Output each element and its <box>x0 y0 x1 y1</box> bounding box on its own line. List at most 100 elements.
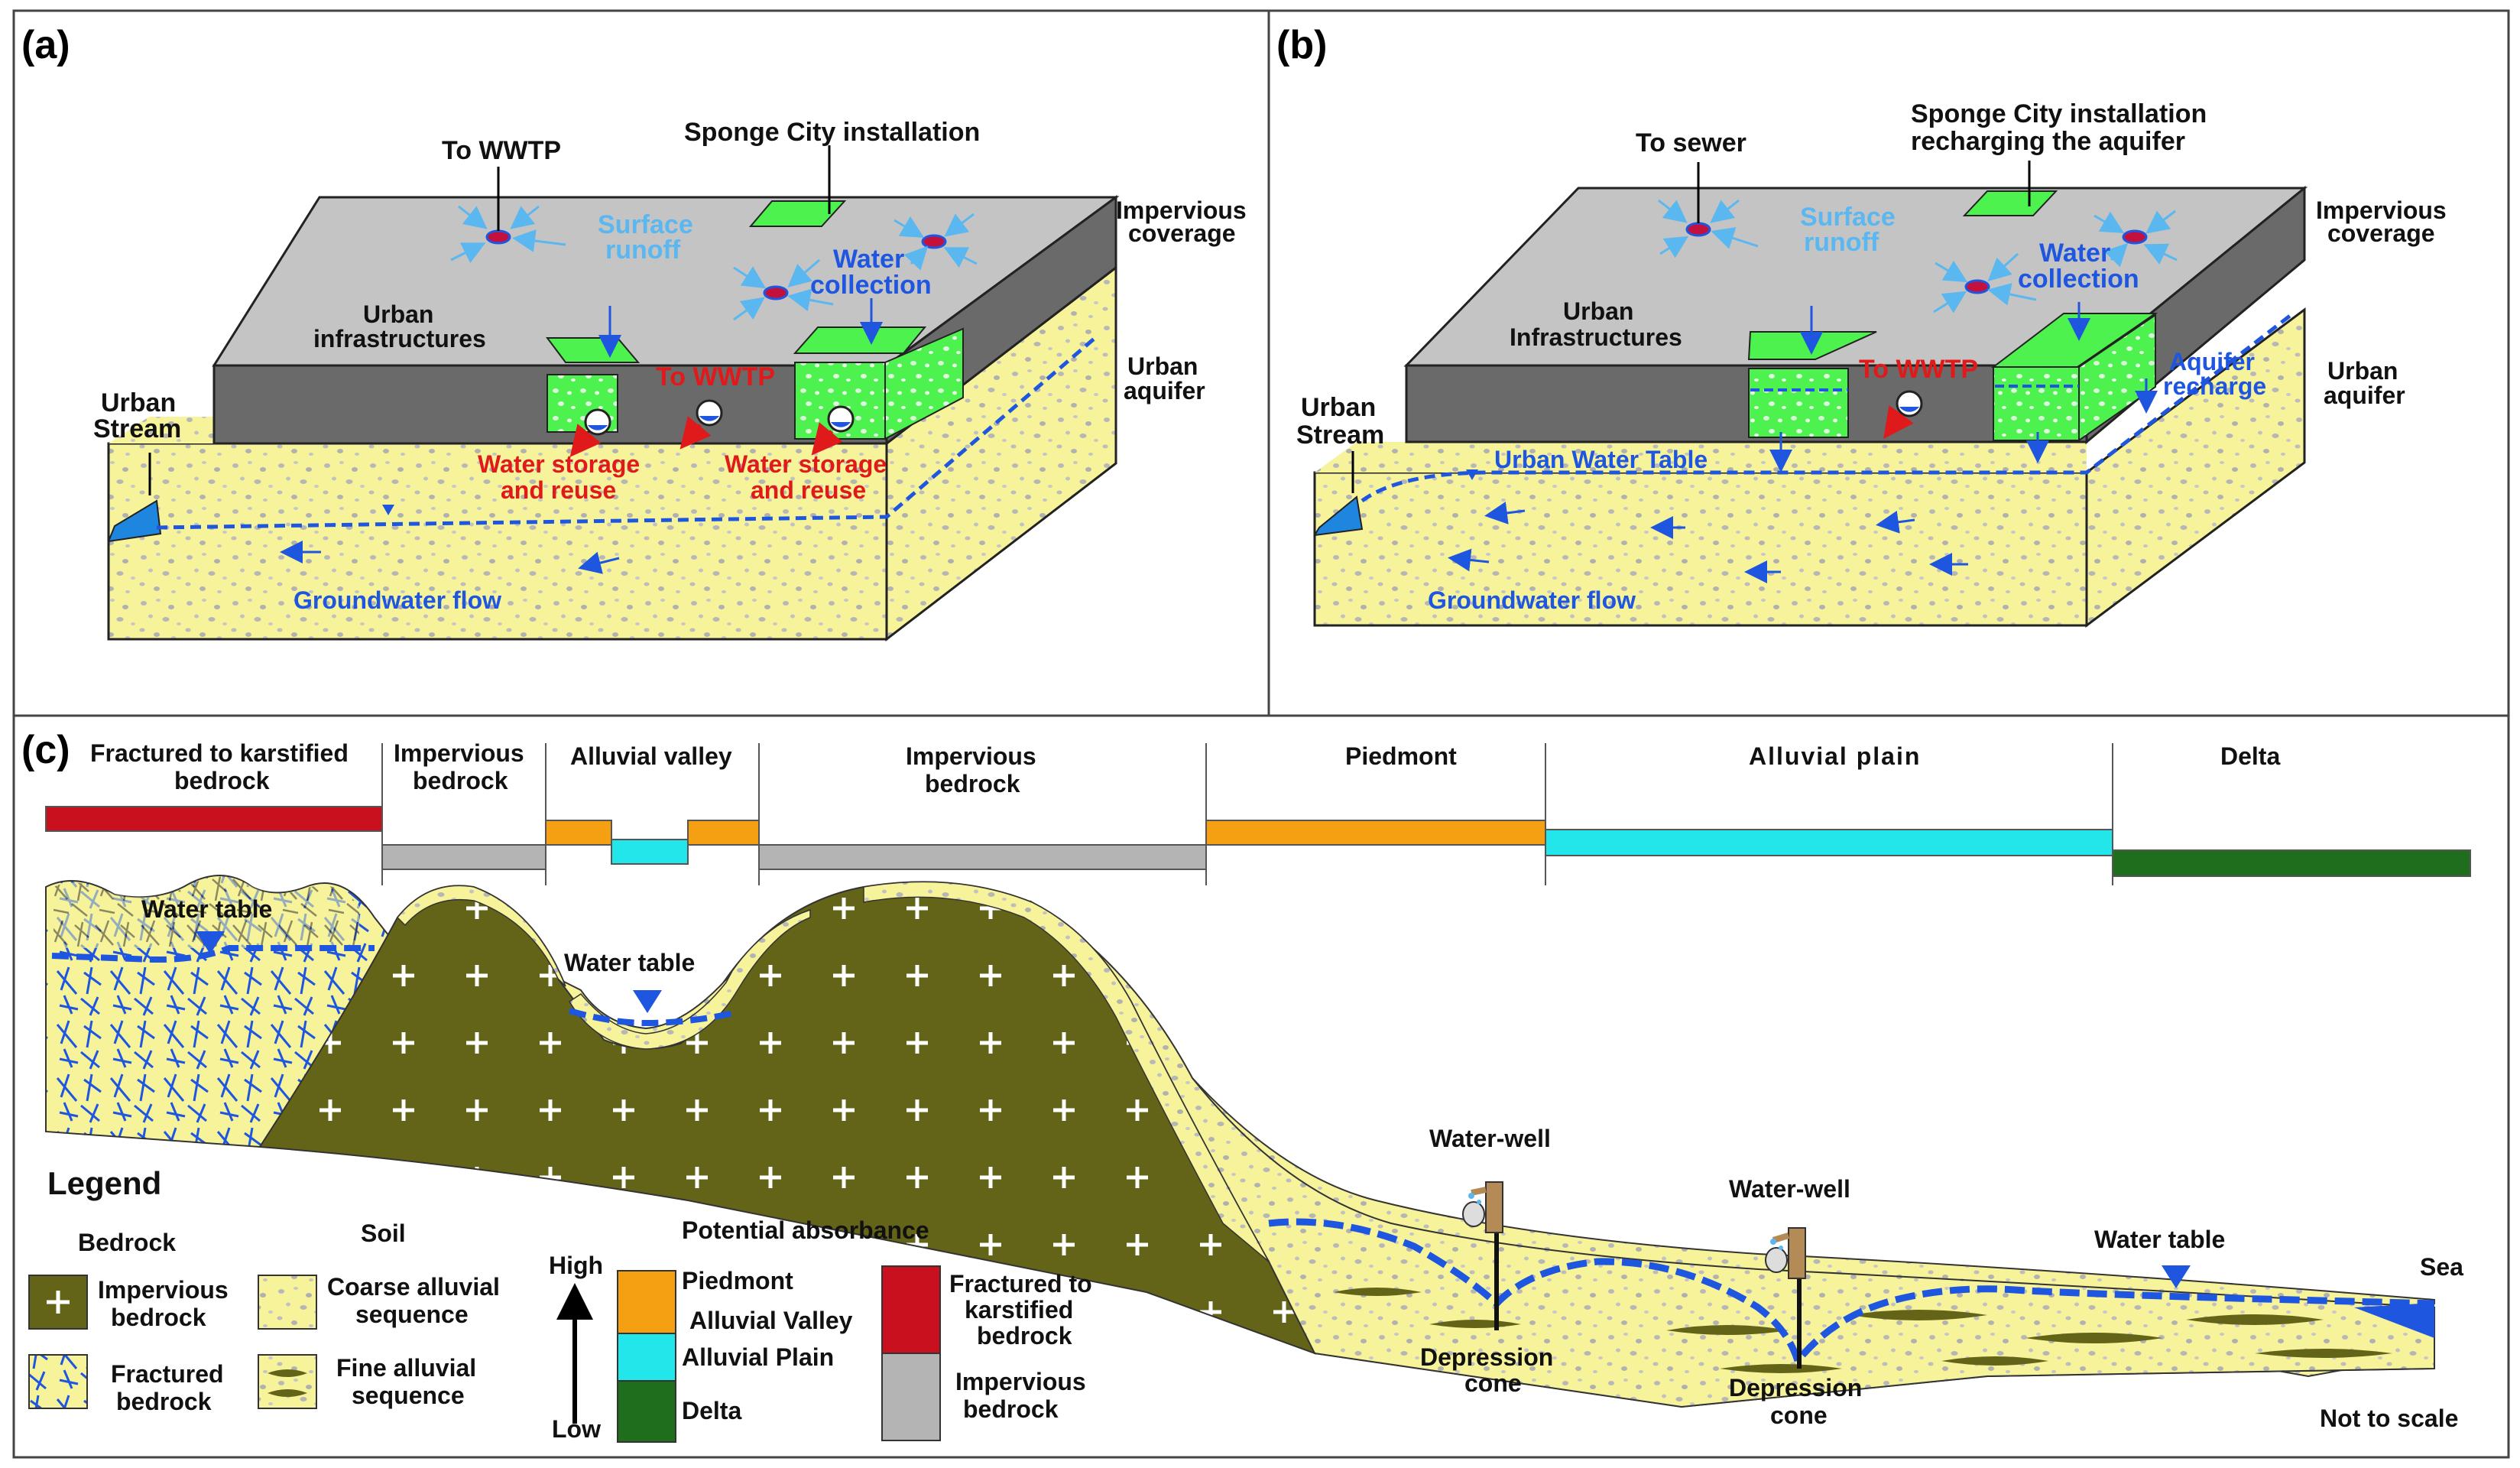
water-well-1 <box>1462 1181 1503 1330</box>
hill-soil-cover <box>396 881 1270 1262</box>
panel-a-storage-tank-3 <box>811 405 855 456</box>
legend-coarse-1: Coarse alluvial <box>327 1273 500 1301</box>
panel-c: (c) Fractured to karstified bedrock Impe… <box>21 728 2471 1443</box>
depression-cone-1b: cone <box>1464 1369 1522 1397</box>
water-well-label-2: Water-well <box>1729 1175 1850 1203</box>
zone-bar-delta <box>2112 849 2471 877</box>
panel-a-to-wwtp-mid: To WWTP <box>656 362 775 391</box>
legend-high: High <box>549 1252 603 1279</box>
zone-bar-valley-right <box>687 820 760 846</box>
panel-b-flow-arrow-1 <box>1484 502 1526 525</box>
panel-b-water-table-marker <box>1466 469 1478 480</box>
panel-b-stream-2: Stream <box>1296 421 1384 450</box>
legend-swatch-delta <box>617 1380 676 1443</box>
water-table-label-3: Water table <box>2094 1226 2225 1253</box>
zone-bar-alluvial-plain <box>1545 829 2113 856</box>
panel-a-impervious-2: coverage <box>1128 219 1236 247</box>
legend-swatch-fractured <box>28 1354 88 1409</box>
legend-fractured-karst-2: karstified <box>965 1296 1073 1323</box>
panel-b-aquifer-1: Urban <box>2327 357 2398 385</box>
panel-b-runoff-1: Surface <box>1800 203 1896 232</box>
panel-b-infra-1: Urban <box>1563 297 1633 325</box>
zone-bar-impervious-1 <box>381 844 546 870</box>
legend-alluvial-plain: Alluvial Plain <box>682 1343 834 1371</box>
panel-a-to-wwtp-top: To WWTP <box>442 136 561 165</box>
panel-b-green-box-2-side <box>2078 313 2156 442</box>
panel-a-sponge-top <box>748 200 847 227</box>
zone-label-fractured-2: bedrock <box>174 767 270 794</box>
legend: Legend Bedrock Soil Impervious bedrock F… <box>28 1165 1092 1443</box>
legend-impervious-2: bedrock <box>111 1304 206 1331</box>
legend-title: Legend <box>47 1165 161 1201</box>
alluvial-valley-soil <box>568 908 811 1050</box>
panel-b-pavement-front <box>1405 364 2088 443</box>
cross-section-piedmont-soil <box>1030 900 2435 1408</box>
panel-b-recharge-2: recharge <box>2163 372 2266 400</box>
panel-b-groundwater-flow: Groundwater flow <box>1428 586 1636 614</box>
legend-absorbance: Potential absorbance <box>682 1216 929 1244</box>
panel-b-label: (b) <box>1276 23 1327 67</box>
water-table-valley <box>568 1008 735 1027</box>
panel-b-green-box-2 <box>1993 366 2080 441</box>
panel-a-storage-2b: and reuse <box>751 476 866 504</box>
zone-label-alluvial-plain: Alluvial plain <box>1749 742 1921 770</box>
fine-alluvial-lenses <box>1334 1288 2392 1373</box>
legend-swatch-fractured-karst <box>881 1265 941 1354</box>
legend-soil-header: Soil <box>361 1220 406 1247</box>
panel-b-water-table <box>1361 312 2295 503</box>
water-well-2 <box>1765 1227 1806 1369</box>
panel-b-collection-2: collection <box>2018 265 2139 294</box>
panel-a-storage-1b: and reuse <box>501 476 616 504</box>
panel-c-label: (c) <box>21 728 70 772</box>
panel-a-water-table <box>156 335 1098 530</box>
legend-swatch-impervious-grey <box>881 1353 941 1441</box>
depression-cone-2b: cone <box>1770 1401 1828 1429</box>
panel-a-aquifer-2: aquifer <box>1124 377 1205 404</box>
panel-b-stream <box>1313 495 1364 537</box>
panel-a-runoff-2: runoff <box>605 235 681 265</box>
water-table-plain-marker <box>2162 1265 2191 1288</box>
panel-a-green-box-2-side <box>884 327 964 440</box>
zone-bar-valley-left <box>545 820 612 846</box>
panel-b-storage-tank <box>1883 390 1923 440</box>
panel-a-storage-1a: Water storage <box>478 450 640 478</box>
panel-b-infra-2: Infrastructures <box>1510 323 1682 351</box>
legend-piedmont: Piedmont <box>682 1267 793 1294</box>
legend-impervious-1: Impervious <box>98 1276 229 1304</box>
panel-a-collection-1: Water <box>833 245 904 274</box>
panel-b: (b) <box>1276 23 2447 628</box>
panel-a-stream <box>107 499 162 543</box>
legend-swatch-alluvial-plain <box>617 1333 676 1382</box>
water-table-fractured <box>51 945 375 963</box>
panel-b-collection-1: Water <box>2039 239 2110 268</box>
legend-swatch-fine <box>258 1354 317 1409</box>
legend-fractured-1: Fractured <box>111 1360 224 1388</box>
legend-fractured-karst-3: bedrock <box>977 1322 1072 1349</box>
legend-swatch-impervious-plus <box>47 1291 70 1314</box>
legend-delta: Delta <box>682 1397 741 1424</box>
panel-b-water-table-label: Urban Water Table <box>1494 446 1708 473</box>
water-table-label-2: Water table <box>564 949 695 976</box>
panel-a: (a) <box>21 23 1247 642</box>
panel-b-drain-2 <box>1964 279 1990 294</box>
panel-b-aquifer-2: aquifer <box>2324 382 2405 409</box>
zone-label-impervious-2b: bedrock <box>925 770 1020 797</box>
panel-a-runoff-arrows <box>450 205 978 321</box>
panel-b-sponge-top <box>1962 190 2058 216</box>
water-table-valley-marker <box>633 990 662 1013</box>
water-table-label-1: Water table <box>141 895 272 923</box>
depression-cone-2a: Depression <box>1729 1374 1862 1401</box>
panel-b-sponge-1: Sponge City installation <box>1911 99 2207 128</box>
depression-cone-1a: Depression <box>1420 1343 1553 1371</box>
panel-b-drain-1 <box>1685 222 1711 237</box>
panel-b-runoff-arrows <box>1658 199 2178 313</box>
zone-bar-impervious-2 <box>758 844 1207 870</box>
panel-a-impervious-1: Impervious <box>1116 196 1247 224</box>
legend-alluvial-valley: Alluvial Valley <box>689 1307 853 1334</box>
panel-b-to-wwtp: To WWTP <box>1859 355 1978 384</box>
panel-a-sponge-city: Sponge City installation <box>684 118 980 147</box>
legend-coarse-2: sequence <box>355 1301 469 1328</box>
panel-a-collection-2: collection <box>810 271 932 300</box>
panel-b-drain-3 <box>2122 229 2148 245</box>
